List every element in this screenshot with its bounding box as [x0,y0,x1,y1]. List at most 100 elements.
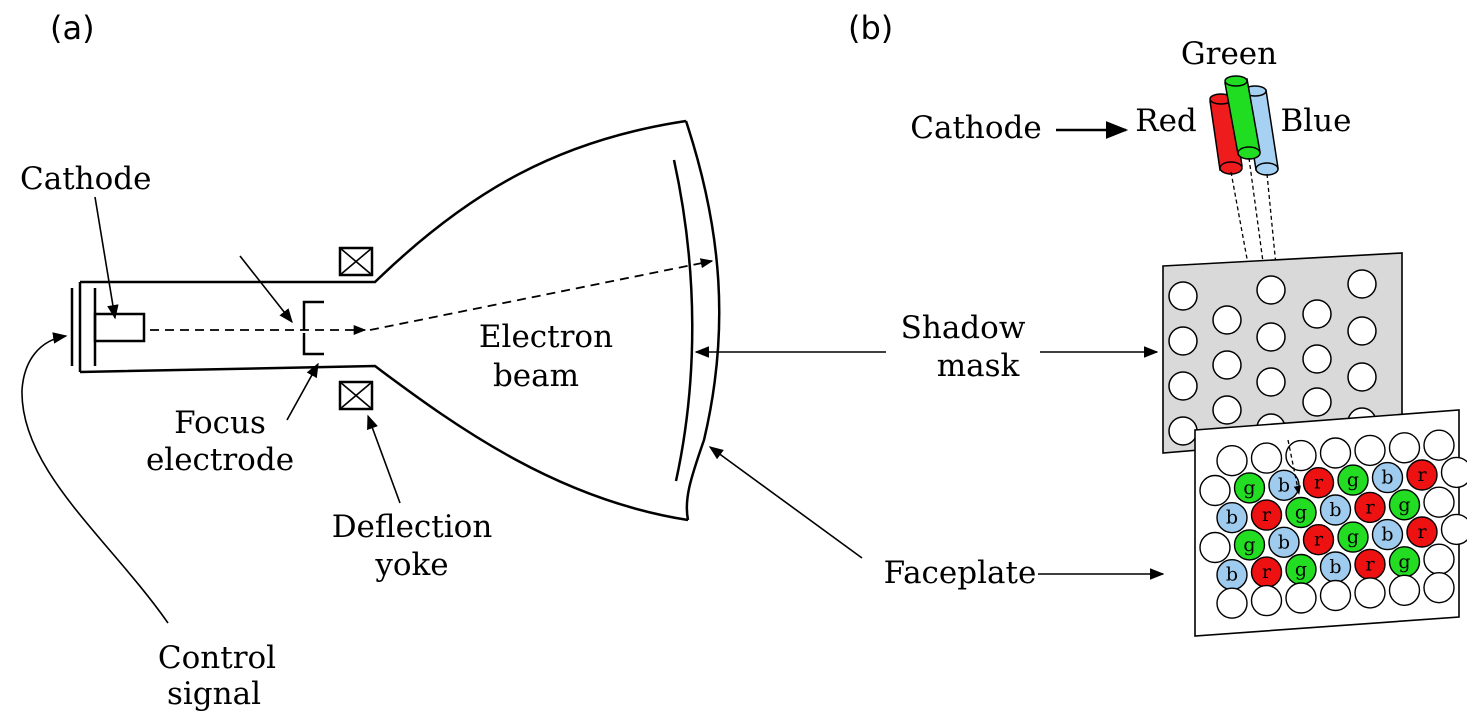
mask-hole [1347,269,1377,299]
svg-text:r: r [1365,496,1375,518]
phosphor-dot-empty [1440,513,1467,546]
phosphor-dot-empty [1440,456,1467,489]
svg-text:g: g [1347,526,1359,548]
phosphor-dot-r: r [1302,467,1335,499]
phosphor-dot-empty [1285,582,1317,614]
yoke-arrow [367,414,401,504]
blue-gun-label: Blue [1280,103,1351,139]
svg-text:g: g [1243,477,1255,499]
phosphor-dot-empty [1250,442,1283,474]
phosphor-dot-empty [1216,587,1248,619]
phosphor-dot-empty [1319,579,1352,612]
phosphor-dot-empty [1388,432,1421,464]
phosphor-dot-empty [1388,574,1421,606]
cathode-b-label: Cathode [910,110,1041,146]
phosphor-dot-b: b [1268,526,1300,558]
svg-text:b: b [1329,499,1341,521]
svg-text:b: b [1278,474,1290,496]
mask-hole [1302,344,1332,374]
tube-inner-screen [672,159,694,482]
svg-text:b: b [1381,467,1393,489]
panel-b: (b) [848,9,1467,637]
phosphor-dot-g: g [1285,553,1317,586]
phosphor-dot-g: g [1233,472,1266,504]
tube-faceplate-outline [684,120,721,521]
faceplate-to-tube-arrow [708,446,863,559]
mask-hole [1168,416,1198,446]
yoke-label-line1: Deflection [332,509,493,545]
phosphor-dot-b: b [1268,469,1300,501]
phosphor-dot-empty [1199,531,1231,564]
mask-hole [1168,326,1198,356]
focus-lower-arrow [286,362,319,421]
mask-hole [1212,305,1242,335]
svg-text:g: g [1295,559,1307,581]
electron-guns [1209,75,1279,176]
svg-text:r: r [1262,504,1272,526]
phosphor-dot-b: b [1371,518,1404,551]
phosphor-dot-b: b [1371,461,1404,494]
panel-a-tag: (a) [50,9,95,47]
phosphor-dot-g: g [1337,521,1369,553]
phosphor-dot-r: r [1250,556,1283,588]
beam-hit-arrow [1287,439,1301,495]
phosphor-dot-g: g [1285,496,1317,529]
phosphor-dot-g: g [1337,464,1369,496]
phosphor-dot-g: g [1233,529,1266,561]
yoke-label-line2: yoke [374,547,448,583]
panel-a: (a) [20,9,886,712]
phosphor-dot-b: b [1216,502,1248,534]
beam-label-line2: beam [493,358,579,394]
focus-label-line2: electrode [146,442,294,478]
mask-hole [1256,367,1286,397]
electron-beam-deflected [369,258,714,331]
mask-hole [1212,350,1242,380]
svg-text:b: b [1278,531,1290,553]
phosphor-dot-empty [1423,486,1455,518]
phosphor-dot-empty [1423,543,1455,575]
tube-lower-outline [79,364,689,522]
phosphor-dot-empty [1319,437,1352,469]
phosphor-dot-empty [1285,439,1317,472]
phosphor-dot-empty [1199,474,1231,507]
mask-hole [1302,299,1332,329]
shadow-mask-label-line1: Shadow [901,310,1026,346]
green-gun [1224,75,1261,160]
beam-label-line1: Electron [479,319,613,355]
shadow-mask-label-line2: mask [937,348,1020,384]
focus-electrode-lower [302,333,324,356]
mask-hole [1256,275,1286,305]
mask-hole [1168,281,1198,311]
phosphor-dot-b: b [1319,494,1352,526]
svg-text:r: r [1417,464,1427,486]
phosphor-dot-b: b [1216,559,1248,591]
control-label-line1: Control [158,640,276,676]
deflection-yoke-top [338,246,374,277]
svg-text:g: g [1398,551,1410,573]
cathode-element [93,312,146,343]
phosphor-dot-empty [1354,577,1386,609]
svg-text:g: g [1295,502,1307,524]
phosphor-dot-r: r [1354,491,1386,524]
focus-label-line1: Focus [174,405,266,441]
svg-text:r: r [1314,472,1324,494]
svg-text:g: g [1398,494,1410,516]
cathode-arrow [94,196,119,320]
phosphor-dot-empty [1423,572,1455,604]
phosphor-dot-empty [1216,445,1248,477]
svg-text:b: b [1226,564,1238,586]
tube-upper-outline [80,119,687,284]
svg-text:b: b [1381,524,1393,546]
phosphor-dot-g: g [1388,546,1421,578]
faceplate-label: Faceplate [884,555,1037,591]
phosphor-dot-r: r [1302,524,1335,556]
panel-b-tag: (b) [848,9,893,47]
control-signal-arrow [21,332,169,624]
crt-tube [70,119,721,522]
mask-hole [1212,395,1242,425]
mask-hole [1347,316,1377,346]
focus-upper-arrow [239,255,293,324]
